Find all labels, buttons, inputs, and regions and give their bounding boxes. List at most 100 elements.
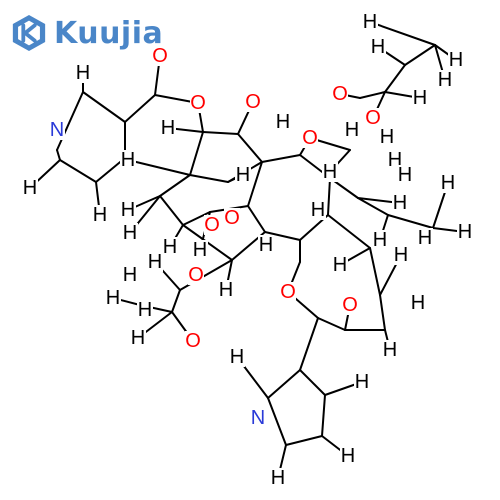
- atom-label-h: H: [123, 222, 137, 244]
- atom-label-h: H: [161, 117, 175, 139]
- atom-label-bg: [75, 63, 91, 83]
- atom-label-h: H: [411, 292, 425, 314]
- bond-line: [264, 231, 301, 241]
- atom-label-bg: [448, 50, 464, 70]
- atom-label-bg: [120, 150, 136, 170]
- atom-label-bg: [152, 46, 168, 66]
- bond-line: [59, 159, 97, 183]
- atom-label-h: H: [76, 62, 90, 84]
- atom-label-h: H: [323, 161, 337, 183]
- atom-label-bg: [22, 178, 38, 198]
- atom-label-h: H: [418, 227, 432, 249]
- atom-label-bg: [365, 108, 381, 128]
- bond-line: [379, 294, 386, 331]
- atom-label-bg: [322, 162, 338, 182]
- atom-label-bg: [218, 280, 234, 300]
- bond-line: [299, 369, 326, 396]
- atom-label-bg: [392, 193, 408, 213]
- atom-label-h: H: [93, 204, 107, 226]
- atom-label-o: O: [152, 45, 168, 67]
- atom-label-h: H: [355, 371, 369, 393]
- atom-label-h: H: [106, 287, 120, 309]
- atom-label-o: O: [190, 92, 206, 114]
- atom-label-bg: [362, 12, 378, 32]
- bond-line: [359, 91, 386, 99]
- bond-line: [159, 195, 184, 226]
- bond-line: [327, 177, 331, 216]
- atom-label-bg: [302, 128, 318, 148]
- bond-line: [202, 131, 239, 135]
- atom-label-bg: [270, 468, 286, 488]
- atom-label-bg: [49, 120, 65, 140]
- atom-label-o: O: [365, 107, 381, 129]
- atom-label-bg: [417, 228, 433, 248]
- atom-label-bg: [393, 245, 409, 265]
- atom-label-bg: [122, 223, 138, 243]
- bond-line: [189, 131, 204, 176]
- atom-label-h: H: [398, 164, 412, 186]
- bond-line: [189, 174, 229, 183]
- atom-label-h: H: [123, 264, 137, 286]
- atom-label-h: H: [438, 69, 452, 91]
- atom-label-h: H: [380, 126, 394, 148]
- atom-label-bg: [185, 331, 201, 351]
- atom-label-bg: [122, 265, 138, 285]
- atom-label-bg: [188, 265, 204, 285]
- bond-line: [182, 211, 211, 226]
- atom-label-h: H: [413, 87, 427, 109]
- atom-label-h: H: [276, 111, 290, 133]
- kuujia-logo-icon: [12, 14, 46, 52]
- atom-label-bg: [162, 237, 178, 257]
- atom-label-bg: [137, 300, 153, 320]
- bond-line: [267, 397, 287, 446]
- bond-line: [317, 317, 346, 331]
- atom-label-bg: [412, 88, 428, 108]
- atom-label-bg: [130, 328, 146, 348]
- atom-label-bg: [235, 165, 251, 185]
- atom-label-bg: [397, 165, 413, 185]
- atom-label-bg: [410, 293, 426, 313]
- atom-label-h: H: [121, 199, 135, 221]
- bond-line: [369, 21, 436, 46]
- atom-label-bg: [105, 288, 121, 308]
- bond-line: [237, 133, 263, 163]
- atom-label-h: H: [373, 229, 387, 251]
- atom-label-o: O: [204, 214, 220, 236]
- atom-label-bg: [437, 70, 453, 90]
- atom-label-h: H: [271, 467, 285, 489]
- atom-label-bg: [245, 92, 261, 112]
- atom-label-h: H: [393, 192, 407, 214]
- atom-label-bg: [192, 240, 208, 260]
- atom-label-h: H: [163, 236, 177, 258]
- atom-label-bg: [354, 372, 370, 392]
- atom-label-h: H: [148, 251, 162, 273]
- bond-line: [82, 91, 126, 123]
- atom-label-bg: [310, 200, 326, 220]
- atom-label-h: H: [23, 177, 37, 199]
- logo-text: Kuujia: [54, 15, 164, 51]
- atom-label-bg: [250, 408, 266, 428]
- atom-label-h: H: [230, 346, 244, 368]
- atom-label-h: H: [458, 221, 472, 243]
- atom-label-h: H: [363, 11, 377, 33]
- bond-line: [369, 247, 381, 296]
- bond-line: [159, 174, 191, 197]
- atom-label-bg: [204, 215, 220, 235]
- atom-label-bg: [340, 446, 356, 466]
- atom-label-bg: [372, 230, 388, 250]
- bond-line: [247, 161, 263, 207]
- atom-label-h: H: [341, 445, 355, 467]
- atom-label-h: H: [333, 254, 347, 276]
- atom-label-o: O: [302, 127, 318, 149]
- atom-label-bg: [280, 282, 296, 302]
- atom-label-o: O: [332, 83, 348, 105]
- bond-line: [285, 435, 323, 446]
- atom-label-bg: [190, 93, 206, 113]
- bond-line: [357, 197, 389, 216]
- atom-label-o: O: [185, 330, 201, 352]
- atom-label-bg: [332, 84, 348, 104]
- atom-label-bg: [344, 120, 360, 140]
- atom-label-bg: [224, 208, 240, 228]
